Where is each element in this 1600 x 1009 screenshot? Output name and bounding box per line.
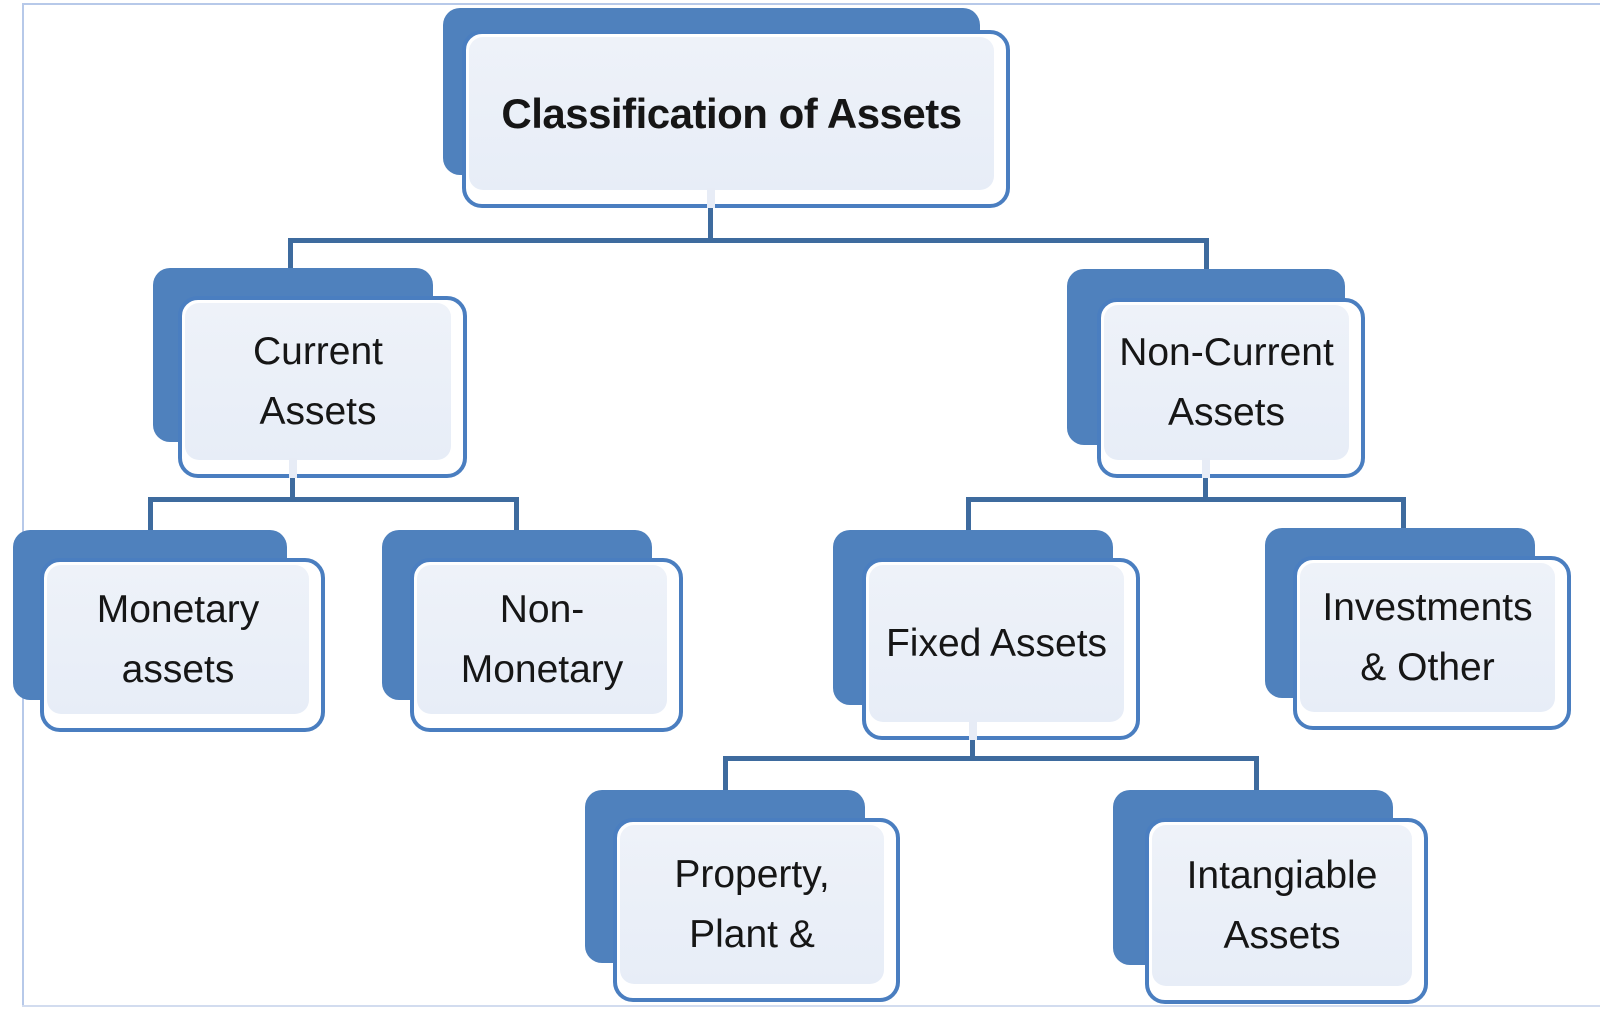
node-label: Non-Current Assets [1104, 305, 1349, 460]
node-non-monetary: Non- Monetary [410, 558, 683, 732]
page-border-bottom [22, 1005, 1600, 1007]
node-label-line: & Other [1360, 645, 1495, 689]
node-inner-fill [417, 565, 667, 714]
connector-drop-nonmonetary [514, 497, 519, 532]
connector-drop-investments [1401, 497, 1406, 530]
node-label-line: Classification of Assets [501, 89, 962, 137]
connector-noncurrent-stub [1203, 476, 1208, 502]
page-border-top [22, 3, 1600, 5]
connector-drop-noncurrent [1204, 238, 1209, 272]
node-inner-fill [1300, 563, 1555, 712]
connector-drop-fixed [966, 497, 971, 530]
node-label: Investments & Other [1300, 563, 1555, 712]
node-intangiable-assets: Intangiable Assets [1145, 818, 1428, 1004]
node-label: Fixed Assets [869, 565, 1124, 722]
noncurrent-inner-stub [1202, 458, 1210, 478]
connector-l2right-horizontal [966, 497, 1406, 502]
node-inner-fill [185, 303, 451, 460]
node-label-line: assets [121, 647, 235, 691]
node-label: Classification of Assets [469, 37, 994, 190]
fixed-inner-stub [969, 720, 977, 740]
node-classification-of-assets: Classification of Assets [462, 30, 1010, 208]
node-investments-other: Investments & Other [1293, 556, 1571, 730]
node-label-line: Non- [499, 587, 585, 631]
node-fixed-assets: Fixed Assets [862, 558, 1140, 740]
node-current-assets: Current Assets [178, 296, 467, 478]
root-inner-stub [707, 188, 715, 208]
connector-drop-intangible [1254, 756, 1259, 792]
node-label-line: Current [252, 329, 384, 373]
node-inner-fill [1152, 825, 1412, 986]
node-label-line: Intangiable [1186, 853, 1378, 897]
node-label-line: Assets [1223, 913, 1341, 957]
node-inner-fill [469, 37, 994, 190]
connector-current-stub [290, 476, 295, 502]
connector-drop-ppe [723, 756, 728, 792]
node-inner-fill [1104, 305, 1349, 460]
node-label-line: Non-Current [1119, 330, 1334, 374]
node-label-line: Investments [1322, 585, 1533, 629]
node-label-line: Monetary [96, 587, 260, 631]
node-label: Property, Plant & [620, 825, 884, 984]
node-inner-fill [47, 565, 309, 714]
page-border-left [22, 3, 24, 1007]
node-label-line: Property, [674, 852, 830, 896]
connector-fixed-stub [970, 738, 975, 760]
connector-root-stub [708, 206, 713, 241]
node-label-line: Fixed Assets [885, 621, 1108, 665]
node-property-plant: Property, Plant & [613, 818, 900, 1002]
node-label: Current Assets [185, 303, 451, 460]
node-label: Intangiable Assets [1152, 825, 1412, 986]
node-monetary-assets: Monetary assets [40, 558, 325, 732]
connector-l3-horizontal [723, 756, 1259, 761]
connector-drop-monetary [148, 497, 153, 532]
node-label-line: Plant & [689, 912, 815, 956]
node-inner-fill [620, 825, 884, 984]
current-inner-stub [289, 458, 297, 478]
connector-l1-horizontal [288, 238, 1209, 243]
node-label-line: Assets [259, 389, 377, 433]
connector-drop-current [288, 238, 293, 271]
node-label-line: Assets [1167, 390, 1286, 434]
node-label: Non- Monetary [417, 565, 667, 714]
node-label: Monetary assets [47, 565, 309, 714]
node-noncurrent-assets: Non-Current Assets [1097, 298, 1365, 478]
node-label-line: Monetary [460, 647, 624, 691]
connector-l2left-horizontal [148, 497, 519, 502]
node-inner-fill [869, 565, 1124, 722]
